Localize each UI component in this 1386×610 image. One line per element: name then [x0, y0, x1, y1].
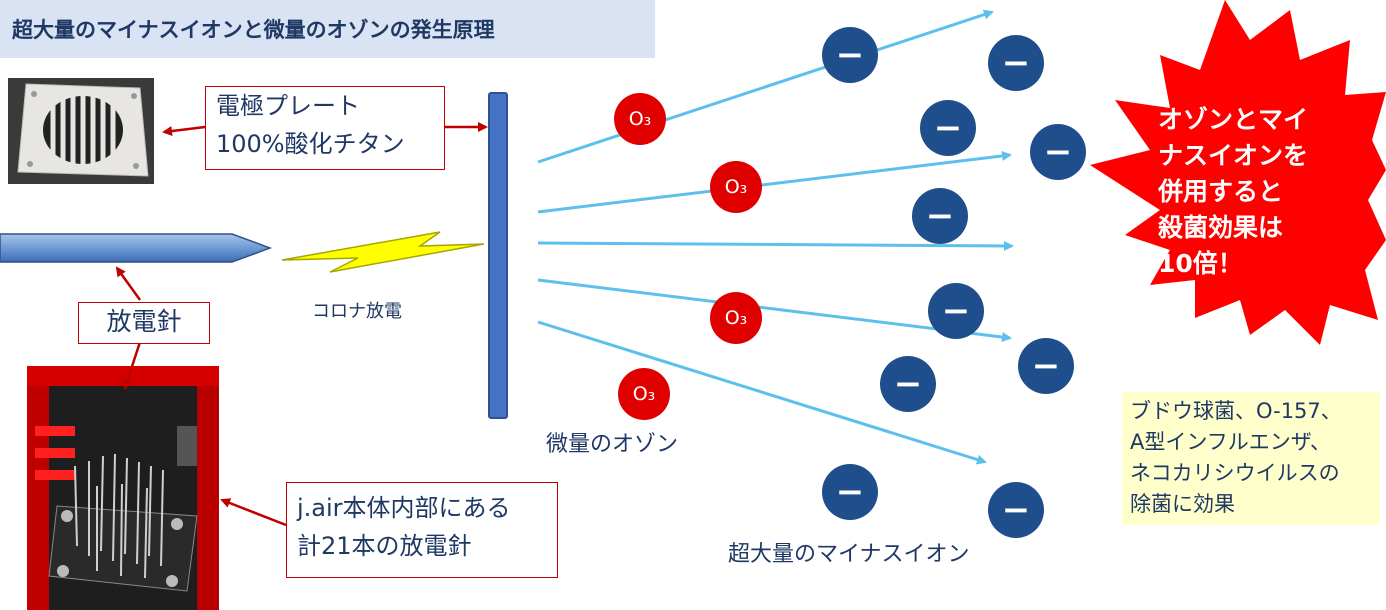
discharge-needle-label-text: 放電針 [106, 307, 182, 336]
burst-line-5: 10倍！ [1158, 249, 1243, 278]
effect-starburst-text: オゾンとマイ ナスイオンを 併用すると 殺菌効果は 10倍！ [1158, 102, 1318, 282]
vent-grille-icon [8, 78, 154, 184]
inner-needles-photo [27, 366, 219, 610]
ion-symbol: − [925, 196, 955, 236]
arrow-label-to-needle [115, 266, 142, 301]
ion-symbol: − [941, 291, 971, 331]
negative-ion: − [822, 27, 878, 83]
negative-ion: − [880, 356, 936, 412]
ion-symbol: − [933, 108, 963, 148]
ion-symbol: − [835, 472, 865, 512]
inner-needles-label-line-2: 計21本の放電針 [297, 532, 472, 560]
arrow-label-to-grille [162, 125, 206, 136]
ion-symbol: − [1031, 346, 1061, 386]
ion-symbol: − [1001, 490, 1031, 530]
ozone-symbol: O₃ [628, 108, 652, 130]
emission-arrow-1 [537, 9, 994, 164]
effect-starburst [1090, 0, 1386, 345]
page-title-text: 超大量のマイナスイオンと微量のオゾンの発生原理 [12, 18, 495, 42]
arrow-label-to-needles-photo [220, 498, 287, 527]
negative-ion: − [928, 283, 984, 339]
ozone-symbol: O₃ [724, 176, 748, 198]
discharge-needles-icon [27, 366, 219, 610]
ion-symbol: − [893, 364, 923, 404]
burst-line-1: オゾンとマイ [1158, 105, 1309, 134]
emission-arrow-5 [537, 320, 987, 465]
negative-ion: − [920, 100, 976, 156]
ozone-molecule: O₃ [614, 93, 666, 145]
emission-arrow-3 [537, 240, 1014, 251]
inner-needles-label: j.air本体内部にある 計21本の放電針 [286, 482, 558, 578]
electrode-label-line-1: 電極プレート [216, 92, 360, 120]
effect-line-3: ネコカリシウイルスの [1130, 461, 1340, 485]
ozone-caption: 微量のオゾン [546, 432, 679, 457]
negative-ion-caption: 超大量のマイナスイオン [728, 542, 970, 567]
negative-ion: − [912, 188, 968, 244]
effect-line-1: ブドウ球菌、O-157、 [1130, 399, 1342, 423]
corona-spark-icon [281, 231, 485, 273]
burst-line-4: 殺菌効果は [1158, 213, 1284, 242]
effect-line-4: 除菌に効果 [1130, 492, 1235, 516]
inner-needles-label-line-1: j.air本体内部にある [297, 494, 511, 522]
ozone-molecule: O₃ [618, 368, 670, 420]
electrode-plate-label: 電極プレート 100%酸化チタン [205, 86, 445, 170]
corona-discharge-label: コロナ放電 [312, 301, 402, 322]
negative-ion: − [822, 464, 878, 520]
ion-symbol: − [1043, 132, 1073, 172]
negative-ion: − [1030, 124, 1086, 180]
sterilization-effect-box: ブドウ球菌、O-157、 A型インフルエンザ、 ネコカリシウイルスの 除菌に効果 [1122, 392, 1380, 525]
emission-arrow-4 [537, 278, 1012, 342]
discharge-needle [0, 233, 273, 263]
negative-ion: − [1018, 338, 1074, 394]
ozone-molecule: O₃ [710, 161, 762, 213]
electrode-label-line-2: 100%酸化チタン [216, 130, 405, 158]
arrow-label-to-inner-photo [122, 341, 142, 390]
page-title: 超大量のマイナスイオンと微量のオゾンの発生原理 [0, 0, 655, 58]
ion-symbol: − [1001, 43, 1031, 83]
emission-arrow-2 [537, 150, 1012, 214]
ozone-symbol: O₃ [632, 383, 656, 405]
ozone-symbol: O₃ [724, 307, 748, 329]
ozone-molecule: O₃ [710, 292, 762, 344]
negative-ion: − [988, 35, 1044, 91]
ion-symbol: − [835, 35, 865, 75]
discharge-needle-label: 放電針 [78, 302, 210, 344]
effect-line-2: A型インフルエンザ、 [1130, 430, 1332, 454]
burst-line-3: 併用すると [1158, 177, 1284, 206]
burst-line-2: ナスイオンを [1158, 141, 1309, 170]
negative-ion: − [988, 482, 1044, 538]
electrode-plate [488, 92, 508, 419]
vent-grille-photo [8, 78, 154, 184]
